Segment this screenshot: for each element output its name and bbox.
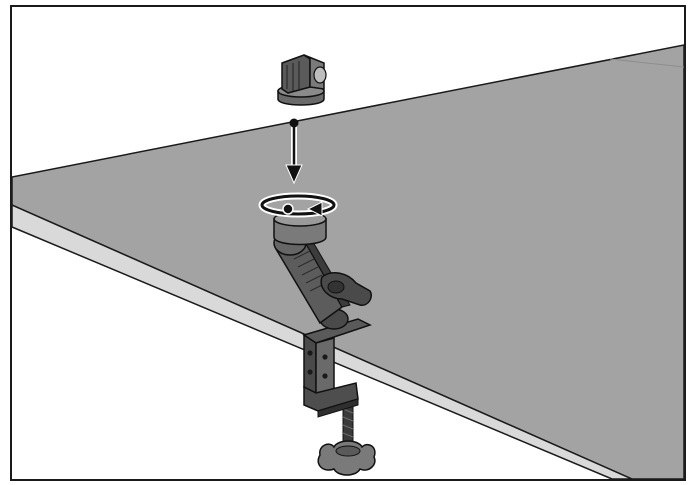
thumb-knob (317, 440, 376, 476)
camera-adapter (277, 54, 327, 106)
diagram-frame (10, 5, 686, 481)
locking-lever (320, 271, 372, 306)
rotate-arrow (258, 192, 338, 218)
table-top (12, 44, 684, 479)
assembly-illustration (12, 44, 684, 479)
clamp-bracket (302, 318, 372, 418)
insert-arrow (285, 118, 303, 185)
table-seam (609, 58, 684, 68)
